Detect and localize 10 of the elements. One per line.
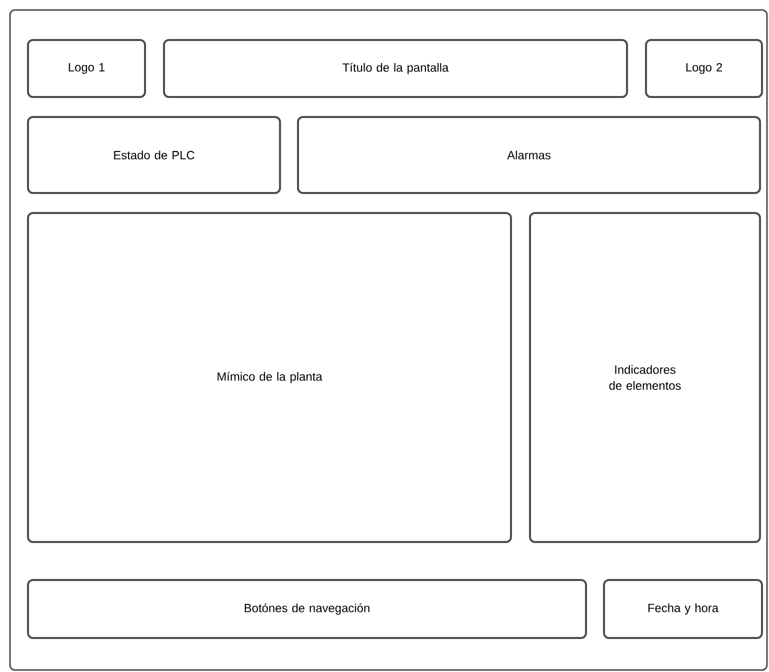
frame-box xyxy=(9,9,768,671)
panel-box: Título de la pantalla xyxy=(163,39,628,98)
panel-box: Mímico de la planta xyxy=(27,212,512,543)
panel-box: Estado de PLC xyxy=(27,116,281,194)
panel-box: Botónes de navegación xyxy=(27,579,587,639)
panel-box: Logo 2 xyxy=(645,39,763,98)
panel-box: Indicadores de elementos xyxy=(529,212,761,543)
panel-box: Logo 1 xyxy=(27,39,146,98)
panel-box: Fecha y hora xyxy=(603,579,763,639)
panel-box: Alarmas xyxy=(297,116,761,194)
